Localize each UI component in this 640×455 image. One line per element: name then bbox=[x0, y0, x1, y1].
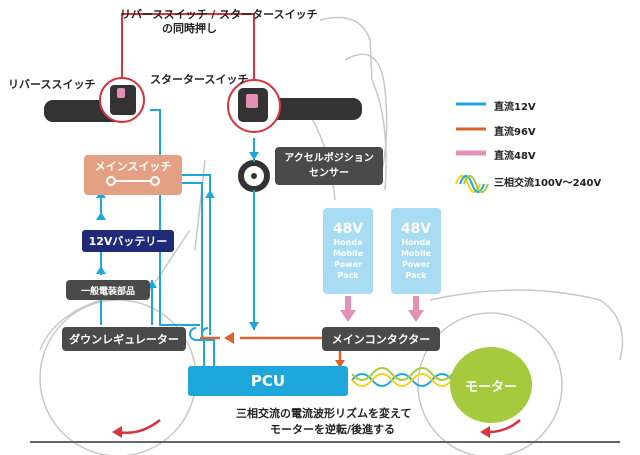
body-outline bbox=[39, 53, 624, 361]
legend-three-phase: 三相交流100V～240V bbox=[494, 178, 602, 189]
general-electrical-parts: 一般電装部品 bbox=[66, 280, 150, 300]
accel-sensor-line1: アクセルポジション bbox=[284, 153, 374, 164]
simultaneous-press-line bbox=[121, 13, 255, 80]
three-phase-waves bbox=[351, 367, 453, 387]
simultaneous-label-line2: の同時押し bbox=[162, 22, 217, 35]
pack-voltage: 48V bbox=[332, 221, 364, 237]
pack-voltage: 48V bbox=[400, 221, 432, 237]
legend-icons bbox=[455, 102, 489, 193]
dc96v-arrowheads bbox=[224, 332, 345, 368]
dc48v-arrows bbox=[345, 296, 419, 312]
right-grip bbox=[270, 98, 362, 120]
switch-symbol-icon bbox=[106, 176, 160, 186]
main-switch-label: メインスイッチ bbox=[94, 160, 172, 173]
front-wheel-arrow-head bbox=[112, 426, 122, 438]
pcu: PCU bbox=[188, 366, 348, 396]
legend-dc96v: 直流96V bbox=[494, 127, 536, 138]
pack-text-3: Power bbox=[333, 260, 363, 269]
down-regulator: ダウンレギュレーター bbox=[62, 327, 186, 351]
caption-line2: モーターを逆転/後進する bbox=[270, 423, 396, 436]
reverse-switch-label: リバーススイッチ bbox=[8, 78, 96, 91]
legend-dc12v: 直流12V bbox=[494, 102, 536, 113]
reverse-switch-button bbox=[117, 88, 125, 98]
legend-wave-blue bbox=[459, 175, 485, 193]
main-switch: メインスイッチ bbox=[84, 155, 182, 195]
power-pack-1: 48V Honda Mobile Power Pack bbox=[323, 208, 373, 294]
pack-text-2: Mobile bbox=[332, 249, 364, 258]
front-wheel-arrow bbox=[117, 419, 161, 434]
pack-text-3: Power bbox=[401, 260, 431, 269]
accel-sensor-line2: センサー bbox=[309, 168, 349, 179]
legend-dc48v: 直流48V bbox=[494, 151, 536, 162]
pack-text-1: Honda bbox=[401, 238, 431, 247]
battery-12v: 12Vバッテリー bbox=[82, 230, 174, 252]
pack-text-4: Pack bbox=[405, 271, 427, 280]
crossover-left bbox=[189, 327, 197, 341]
power-pack-2: 48V Honda Mobile Power Pack bbox=[391, 208, 441, 294]
accel-ring bbox=[238, 160, 270, 192]
dc12v-wires bbox=[100, 109, 255, 366]
legend-wave-green bbox=[463, 175, 489, 193]
pack-text-4: Pack bbox=[337, 271, 359, 280]
simultaneous-label-line1: リバーススイッチ / スタータースイッチ bbox=[120, 8, 318, 21]
crossover-right bbox=[201, 327, 209, 341]
pack-text-2: Mobile bbox=[400, 249, 432, 258]
pack-text-1: Honda bbox=[333, 238, 363, 247]
rear-wheel-arrow-head bbox=[480, 426, 490, 438]
reverse-switch-body bbox=[110, 85, 136, 115]
main-contactor: メインコンタクター bbox=[322, 327, 440, 351]
starter-switch-button bbox=[246, 94, 258, 108]
motor: モーター bbox=[450, 347, 532, 423]
starter-switch-label: スタータースイッチ bbox=[150, 73, 249, 86]
accel-position-sensor: アクセルポジション センサー bbox=[275, 147, 383, 185]
caption-line1: 三相交流の電流波形リズムを変えて bbox=[236, 407, 412, 420]
dc96v-wires bbox=[200, 336, 342, 366]
